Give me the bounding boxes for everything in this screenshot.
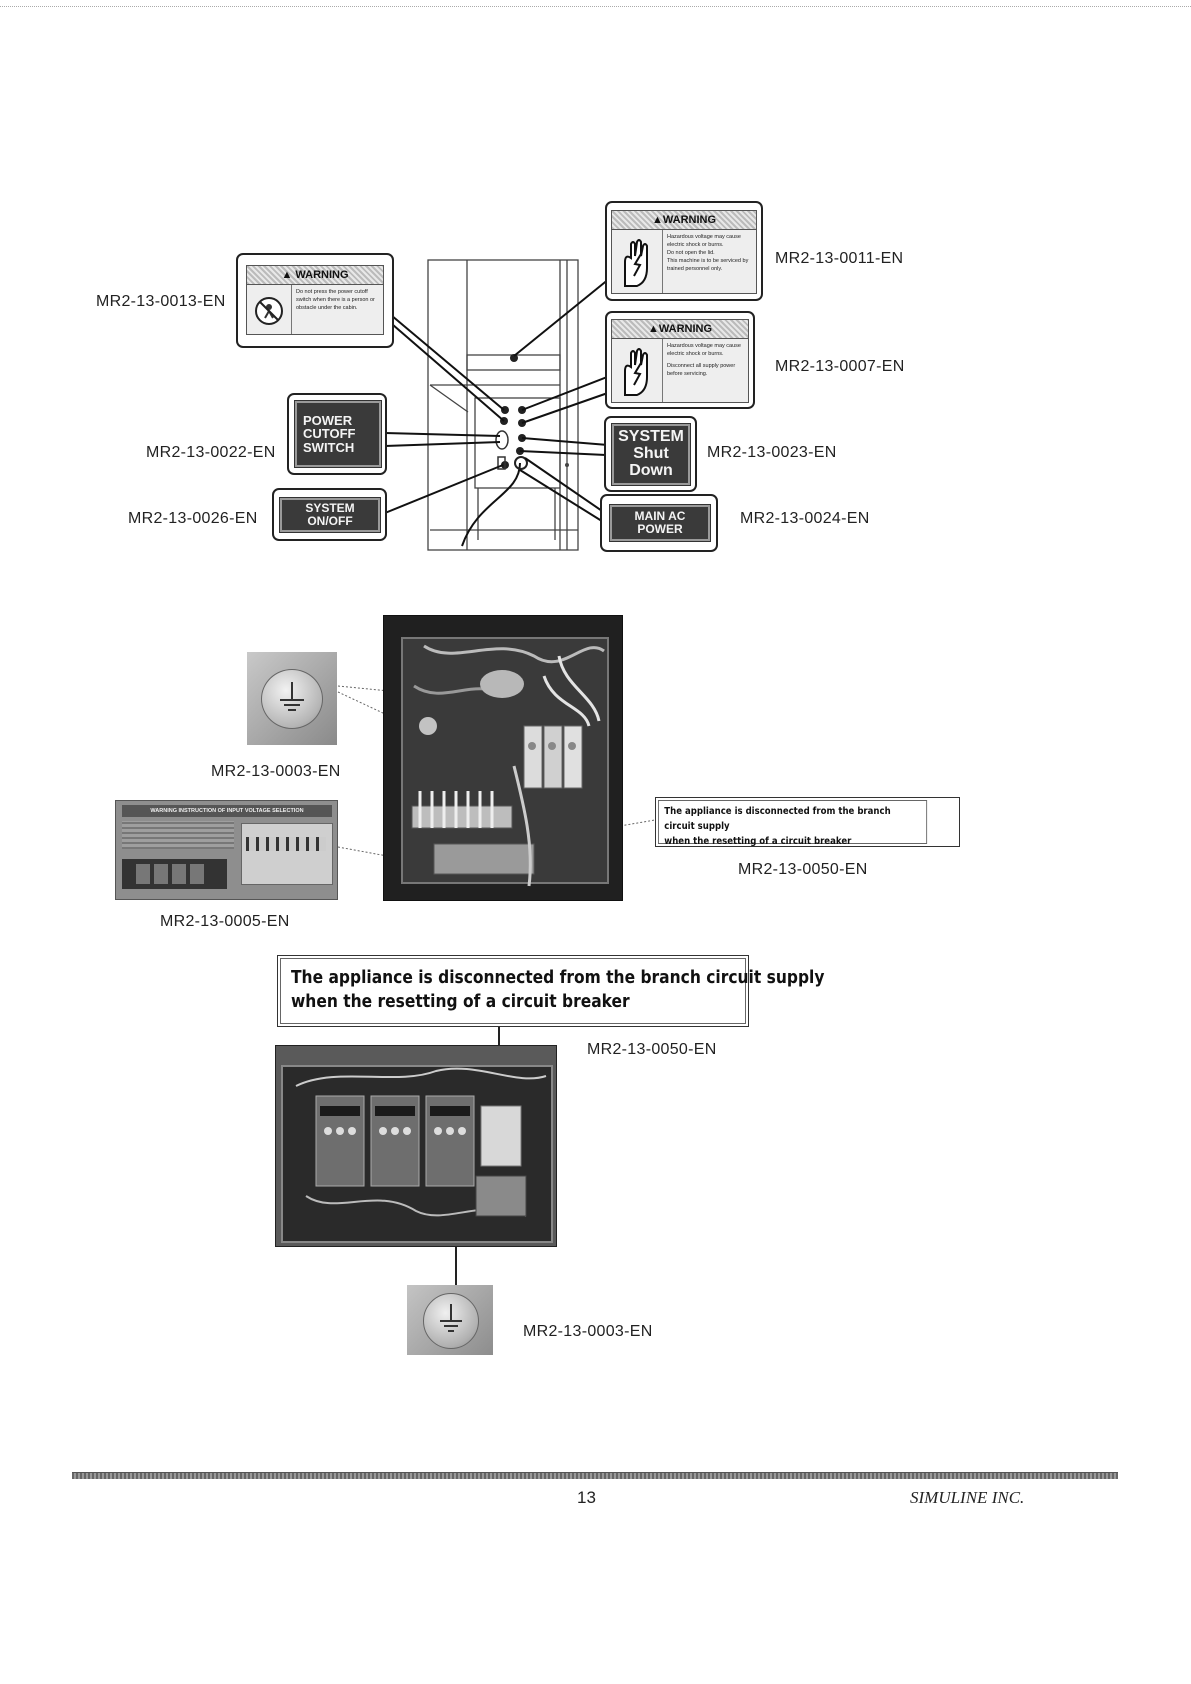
voltage-instruction-plate: WARNING INSTRUCTION OF INPUT VOLTAGE SEL… <box>115 800 338 900</box>
main-ac-power-sign: MAIN AC POWER <box>609 504 711 542</box>
label-mr2-13-0011: MR2-13-0011-EN <box>775 250 904 267</box>
system-shutdown-sign: SYSTEM Shut Down <box>611 423 691 486</box>
footer-rule <box>72 1472 1118 1479</box>
sign-frame-0007: ▲WARNING Hazardous voltage may cause ele… <box>605 311 755 409</box>
label-mr2-13-0050-top: MR2-13-0050-EN <box>738 861 868 878</box>
voltage-plate-title: WARNING INSTRUCTION OF INPUT VOLTAGE SEL… <box>122 805 332 817</box>
label-mr2-13-0003-top: MR2-13-0003-EN <box>211 763 341 780</box>
cabinet-outline <box>427 259 579 551</box>
earth-symbol-photo-top <box>247 652 337 745</box>
top-edge-dots <box>0 6 1191 7</box>
breaker-notice-small: The appliance is disconnected from the b… <box>655 797 960 847</box>
ground-symbol-icon <box>423 1293 479 1349</box>
label-mr2-13-0005: MR2-13-0005-EN <box>160 913 290 930</box>
warning-sign-0013: ▲ WARNING Do not press the power cutoff … <box>246 265 384 335</box>
ground-symbol-icon <box>261 669 323 729</box>
label-mr2-13-0023: MR2-13-0023-EN <box>707 444 837 461</box>
cabinet-schematic <box>384 259 623 551</box>
sign-frame-0011: ▲WARNING Hazardous voltage may cause ele… <box>605 201 763 301</box>
company-name: SIMULINE INC. <box>910 1488 1025 1507</box>
label-mr2-13-0024: MR2-13-0024-EN <box>740 510 870 527</box>
warning-text: Do not press the power cutoff switch whe… <box>296 289 375 311</box>
power-cable <box>461 462 521 547</box>
shutdown-button <box>495 430 509 450</box>
label-mr2-13-0026: MR2-13-0026-EN <box>128 510 258 527</box>
label-mr2-13-0022: MR2-13-0022-EN <box>146 444 276 461</box>
label-mr2-13-0013: MR2-13-0013-EN <box>96 293 226 310</box>
sign-frame-0026: SYSTEM ON/OFF <box>272 488 387 541</box>
page-number: 13 <box>577 1488 596 1507</box>
warning-sign-0007: ▲WARNING Hazardous voltage may cause ele… <box>611 319 749 403</box>
earth-symbol-photo-bottom <box>407 1285 493 1355</box>
breaker-notice-large: The appliance is disconnected from the b… <box>277 955 824 1027</box>
electrical-box-photo <box>383 615 623 901</box>
sign-frame-0023: SYSTEM Shut Down <box>604 416 697 492</box>
power-cutoff-sign: POWER CUTOFF SWITCH <box>294 400 382 468</box>
no-person-icon <box>247 285 292 334</box>
leader-lines <box>384 269 623 524</box>
controller-box-photo <box>275 1045 557 1247</box>
electric-shock-hand-icon <box>612 230 663 293</box>
sign-frame-0024: MAIN AC POWER <box>600 494 718 552</box>
sign-frame-0022: POWER CUTOFF SWITCH <box>287 393 387 475</box>
system-onoff-sign: SYSTEM ON/OFF <box>279 497 381 533</box>
leader-ground-symbol <box>455 1246 457 1286</box>
label-mr2-13-0050-bottom: MR2-13-0050-EN <box>587 1041 717 1058</box>
label-mr2-13-0003-bottom: MR2-13-0003-EN <box>523 1323 653 1340</box>
sign-frame-0013: ▲ WARNING Do not press the power cutoff … <box>236 253 394 348</box>
warning-sign-0011: ▲WARNING Hazardous voltage may cause ele… <box>611 210 757 294</box>
onoff-switch <box>497 456 506 470</box>
label-mr2-13-0007: MR2-13-0007-EN <box>775 358 905 375</box>
warning-header: ▲ WARNING <box>247 266 383 285</box>
electric-shock-hand-icon <box>612 339 663 402</box>
